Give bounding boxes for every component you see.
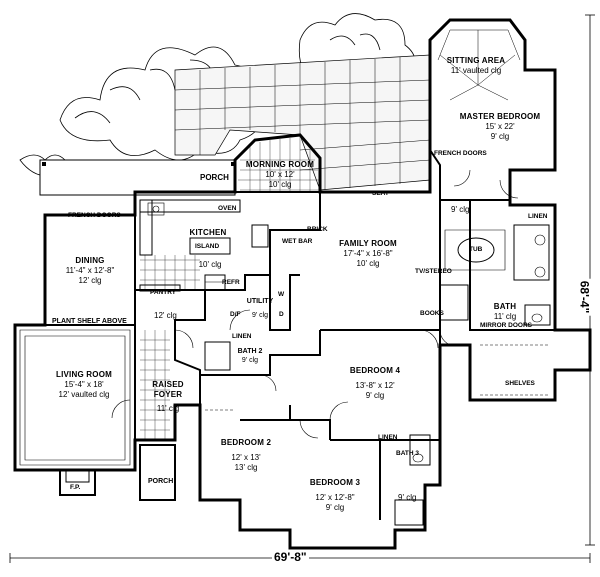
utility-label: UTILITY: [247, 298, 273, 306]
sitting-vault: [437, 29, 521, 101]
kitchen-fixtures: [139, 199, 269, 291]
vault-lines: [19, 329, 131, 466]
shelves-label: SHELVES: [505, 380, 535, 387]
family-room-clg: 10' clg: [356, 259, 380, 268]
living-room-size: 15'-4" x 18': [64, 380, 104, 389]
patio-grid: [174, 57, 431, 190]
bedroom3-clg: 9' clg: [325, 503, 345, 512]
seat-label: SEAT: [372, 190, 389, 197]
pantry-label: PANTRY: [150, 289, 176, 296]
closet-clg-bath3-label: 9' clg: [398, 493, 417, 502]
kitchen-name: KITCHEN: [189, 228, 227, 237]
hall-clg-label: 12' clg: [154, 311, 177, 320]
brick-label: BRICK: [307, 226, 328, 233]
bedroom2-name: BEDROOM 2: [220, 438, 272, 447]
utility-clg-label: 9' clg: [252, 311, 268, 321]
morning-room-clg: 10' clg: [268, 180, 292, 189]
porch-top-label: PORCH: [200, 173, 229, 182]
oven-label: OVEN: [218, 205, 237, 212]
dining-name: DINING: [75, 256, 105, 265]
utility-name: UTILITY: [246, 298, 274, 305]
kitchen-clg: 10' clg: [198, 260, 222, 269]
family-room-label: FAMILY ROOM 17'-4" x 16'-8" 10' clg: [339, 239, 397, 269]
raised-foyer-name: RAISED FOYER: [152, 380, 184, 399]
bath-fixtures: [204, 341, 431, 526]
bath-name: BATH: [493, 302, 517, 311]
bath2-label: BATH 2 9' clg: [238, 348, 263, 366]
dryer-label: D: [279, 311, 284, 318]
mirror-doors-label: MIRROR DOORS: [480, 322, 532, 329]
closet-clg-master-label: 9' clg: [451, 205, 470, 214]
sitting-area-name: SITTING AREA: [446, 56, 506, 65]
refr-label: REFR: [222, 279, 240, 286]
linen-bath2-label: LINEN: [232, 333, 252, 340]
overall-depth-label: 68'-4": [577, 278, 592, 316]
kitchen-clg-label: 10' clg: [199, 260, 222, 270]
bath2-clg: 9' clg: [241, 357, 259, 364]
pantry-shelves: [139, 284, 181, 292]
washer-label: W: [278, 291, 285, 298]
tv-stereo-label: TV/STEREO: [415, 268, 452, 275]
master-bedroom-size: 15' x 22': [485, 122, 515, 131]
morning-room-size: 10' x 12': [265, 170, 295, 179]
door-swings: [111, 169, 519, 439]
porch-top: [39, 159, 236, 196]
kitchen-label: KITCHEN: [190, 228, 227, 238]
bedroom3-label: BEDROOM 3 12' x 12'-8" 9' clg: [310, 478, 360, 513]
sitting-area-spec: 11' vaulted clg: [450, 66, 502, 75]
bedroom2-label: BEDROOM 2 12' x 13' 13' clg: [221, 438, 271, 473]
utility-clg: 9' clg: [251, 312, 269, 319]
raised-foyer-clg: 11' clg: [156, 404, 180, 413]
linen-master-label: LINEN: [528, 213, 548, 220]
bath2-name: BATH 2: [237, 348, 263, 355]
living-room-label: LIVING ROOM 15'-4" x 18' 12' vaulted clg: [56, 370, 112, 400]
french-doors-left-label: FRENCH DOORS: [68, 212, 121, 219]
french-doors-master-label: FRENCH DOORS: [434, 150, 487, 157]
bedroom3-name: BEDROOM 3: [309, 478, 361, 487]
porch-bottom-label: PORCH: [148, 478, 174, 485]
overall-width-label: 69'-8": [272, 550, 309, 564]
wet-bar-label: WET BAR: [282, 238, 313, 245]
bedroom2-size: 12' x 13': [231, 453, 261, 462]
bath-clg: 11' clg: [493, 312, 517, 321]
bath-label: BATH 11' clg: [494, 302, 516, 322]
df-label: D/F: [230, 311, 241, 318]
bedroom4-name: BEDROOM 4: [349, 366, 401, 375]
bath3-label: BATH 3: [396, 450, 419, 457]
fireplace-label: F.P.: [70, 484, 81, 491]
dining-size: 11'-4" x 12'-8": [65, 266, 115, 275]
island-label: ISLAND: [195, 243, 220, 250]
bedroom2-clg: 13' clg: [234, 463, 258, 472]
master-bedroom-name: MASTER BEDROOM: [459, 112, 541, 121]
bedroom3-size: 12' x 12'-8": [315, 493, 355, 502]
tile-floor: [140, 137, 320, 440]
dining-label: DINING 11'-4" x 12'-8" 12' clg: [66, 256, 115, 286]
raised-foyer-clg-label: 11' clg: [157, 404, 179, 414]
living-room-name: LIVING ROOM: [56, 370, 112, 379]
morning-room-label: MORNING ROOM 10' x 12' 10' clg: [246, 160, 314, 190]
linen-bath3-label: LINEN: [378, 434, 398, 441]
bedroom4-label: BEDROOM 4 13'-8" x 12' 9' clg: [350, 366, 400, 401]
family-room-name: FAMILY ROOM: [339, 239, 397, 248]
bedroom4-clg: 9' clg: [365, 391, 385, 400]
bedroom4-size: 13'-8" x 12': [355, 381, 395, 390]
master-bedroom-clg: 9' clg: [490, 132, 510, 141]
books-label: BOOKS: [420, 310, 444, 317]
master-bedroom-label: MASTER BEDROOM 15' x 22' 9' clg: [460, 112, 541, 142]
living-room-clg: 12' vaulted clg: [58, 390, 110, 399]
family-room-size: 17'-4" x 16'-8": [343, 249, 393, 258]
master-bath-fixtures: [439, 224, 551, 326]
interior-walls: [45, 149, 555, 520]
sitting-area-label: SITTING AREA 11' vaulted clg: [447, 56, 506, 76]
raised-foyer-label: RAISED FOYER: [152, 380, 183, 400]
morning-room-name: MORNING ROOM: [245, 160, 315, 169]
closet-rods: [205, 344, 550, 411]
dining-clg: 12' clg: [78, 276, 102, 285]
plant-shelf-label: PLANT SHELF ABOVE: [52, 318, 127, 325]
tub-label: TUB: [469, 246, 483, 253]
fireplace: [59, 469, 96, 496]
